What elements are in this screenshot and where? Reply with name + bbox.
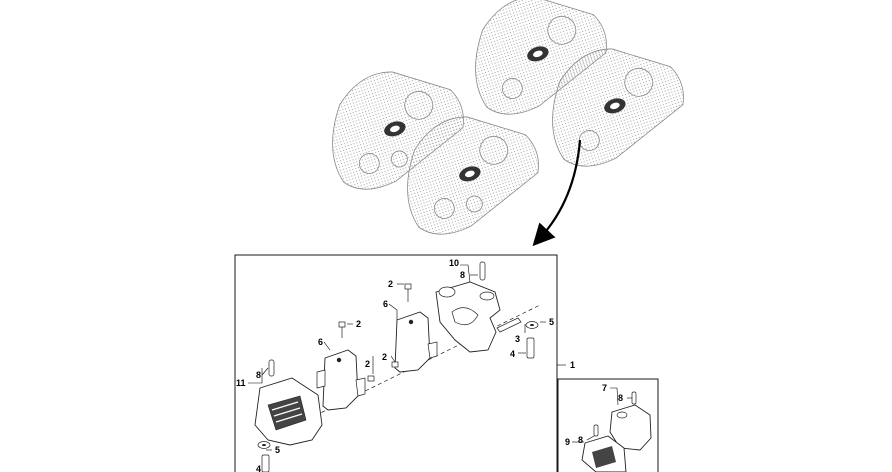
washer-5-lower <box>257 441 271 449</box>
long-bolt-part <box>496 317 522 333</box>
callout-2-top: 2 <box>388 279 393 289</box>
callout-2-low: 2 <box>382 352 387 362</box>
callout-5-upper: 5 <box>549 317 554 327</box>
detail-arrow <box>532 139 582 247</box>
callout-4-upper: 4 <box>510 349 515 359</box>
mount-bracket-highlight-3 <box>527 46 549 62</box>
callout-leaders <box>248 264 632 451</box>
mount-bracket-highlight-4 <box>604 98 626 114</box>
secondary-bracket-upper <box>609 404 652 451</box>
callout-10: 10 <box>449 258 459 268</box>
track-unit-front-right <box>552 48 684 167</box>
callout-6-upper: 6 <box>383 299 388 309</box>
callout-7: 7 <box>602 383 607 393</box>
detail-frame-secondary <box>557 378 659 472</box>
callout-9: 9 <box>565 437 570 447</box>
secondary-bracket-lower <box>581 435 627 472</box>
track-unit-rear-left <box>332 71 464 190</box>
mount-bracket-highlight-1 <box>384 121 406 137</box>
bolt-4-part <box>526 337 535 359</box>
callout-2-mid: 2 <box>356 319 361 329</box>
assembly-axis <box>289 304 541 429</box>
callout-8-secondary-top: 8 <box>618 393 623 403</box>
callout-8-left: 8 <box>256 370 261 380</box>
callout-11: 11 <box>236 378 246 388</box>
mount-bracket-highlight-2 <box>459 166 481 182</box>
callout-8-secondary-left: 8 <box>578 435 583 445</box>
lower-bracket-part <box>254 377 323 446</box>
callout-8-top: 8 <box>460 270 465 280</box>
callout-2-right: 2 <box>365 359 370 369</box>
pin-part-left <box>268 359 275 377</box>
track-unit-front-left <box>407 116 539 235</box>
cover-plate-upper <box>394 311 438 373</box>
bolt-2-mid <box>338 321 346 338</box>
pin-part-top <box>479 261 486 281</box>
callout-1: 1 <box>570 360 575 370</box>
detail-frame-main <box>234 254 558 472</box>
callout-3: 3 <box>515 334 520 344</box>
washer-5-part <box>525 321 539 329</box>
upper-bracket-part <box>435 281 501 353</box>
bolt-2-low <box>391 361 399 368</box>
bolt-4-lower <box>261 454 270 472</box>
bolt-2-top <box>404 283 412 302</box>
callout-4-lower: 4 <box>256 464 261 472</box>
callout-5-lower: 5 <box>275 445 280 455</box>
callout-6-lower: 6 <box>318 337 323 347</box>
cover-plate-lower <box>316 349 366 411</box>
bolt-2-right <box>367 375 375 382</box>
track-unit-rear-right <box>475 0 607 115</box>
